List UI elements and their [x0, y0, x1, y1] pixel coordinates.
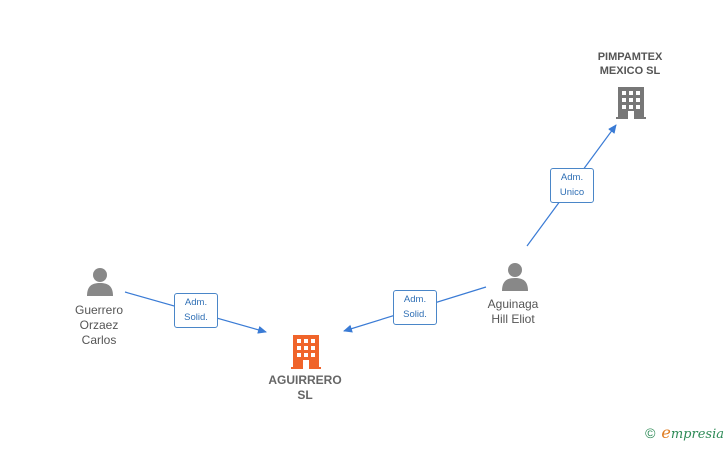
- brand-logo-initial: e: [661, 423, 671, 442]
- node-label-aguinaga[interactable]: Aguinaga Hill Eliot: [487, 297, 539, 326]
- brand-logo-text: mpresia: [670, 427, 724, 442]
- edge-label-aguinaga-aguirrero: Adm. Solid.: [393, 290, 437, 325]
- node-label-aguirrero[interactable]: AGUIRRERO SL: [268, 373, 342, 402]
- building-icon-pimpamtex[interactable]: [616, 87, 646, 119]
- person-icon-aguinaga[interactable]: [502, 263, 528, 291]
- person-icon-guerrero[interactable]: [87, 268, 113, 296]
- edge-label-aguinaga-pimpamtex: Adm. Unico: [550, 168, 594, 203]
- node-label-guerrero[interactable]: Guerrero Orzaez Carlos: [74, 303, 124, 347]
- brand-logo[interactable]: empresia: [661, 423, 724, 442]
- building-icon-aguirrero[interactable]: [291, 335, 321, 369]
- edge-label-guerrero-aguirrero: Adm. Solid.: [174, 293, 218, 328]
- copyright-icon: ©: [645, 424, 656, 441]
- footer-brand: © empresia: [645, 423, 724, 442]
- node-label-pimpamtex[interactable]: PIMPAMTEX MEXICO SL: [597, 51, 663, 77]
